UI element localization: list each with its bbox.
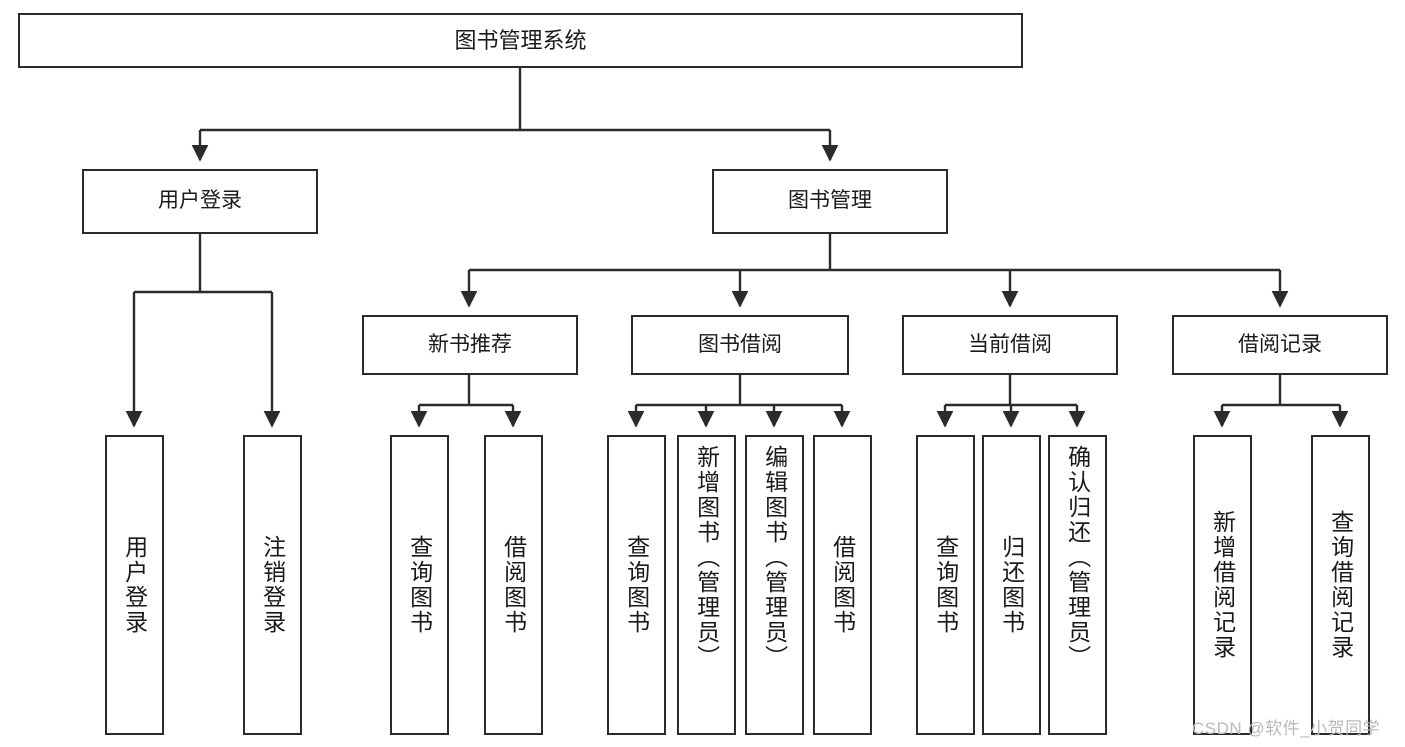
- node-label: 编辑图书（管理员）: [761, 445, 788, 670]
- node-current-borrow[interactable]: 当前借阅: [902, 315, 1118, 375]
- node-label: 新书推荐: [428, 332, 512, 356]
- leaf-borrow-book-new[interactable]: 借阅图书: [484, 435, 543, 735]
- leaf-query-book-new[interactable]: 查询图书: [390, 435, 449, 735]
- leaf-logout-login[interactable]: 注销登录: [243, 435, 302, 735]
- node-label: 注销登录: [259, 535, 286, 635]
- node-label: 图书管理: [788, 189, 872, 213]
- node-book-management[interactable]: 图书管理: [712, 169, 948, 234]
- node-label: 借阅记录: [1238, 332, 1322, 356]
- leaf-borrow-book[interactable]: 借阅图书: [813, 435, 872, 735]
- node-user-login[interactable]: 用户登录: [82, 169, 318, 234]
- node-label: 确认归还（管理员）: [1064, 445, 1091, 670]
- node-label: 查询借阅记录: [1327, 510, 1354, 660]
- node-label: 用户登录: [158, 189, 242, 213]
- node-label: 新增借阅记录: [1209, 510, 1236, 660]
- node-label: 查询图书: [406, 535, 433, 635]
- leaf-return-book[interactable]: 归还图书: [982, 435, 1041, 735]
- node-label: 图书借阅: [698, 332, 782, 356]
- leaf-user-login[interactable]: 用户登录: [105, 435, 164, 735]
- node-label: 新增图书（管理员）: [693, 445, 720, 670]
- node-new-book-recommend[interactable]: 新书推荐: [362, 315, 578, 375]
- node-label: 当前借阅: [968, 332, 1052, 356]
- node-label: 查询图书: [623, 535, 650, 635]
- leaf-query-book-current[interactable]: 查询图书: [916, 435, 975, 735]
- node-label: 查询图书: [932, 535, 959, 635]
- node-label: 借阅图书: [829, 535, 856, 635]
- leaf-edit-book-admin[interactable]: 编辑图书（管理员）: [745, 435, 804, 735]
- leaf-add-book-admin[interactable]: 新增图书（管理员）: [677, 435, 736, 735]
- node-label: 图书管理系统: [454, 27, 587, 53]
- csdn-watermark: CSDN @软件_小贺同学: [1192, 719, 1381, 738]
- node-book-borrow[interactable]: 图书借阅: [631, 315, 849, 375]
- node-label: 用户登录: [121, 535, 148, 635]
- leaf-query-book-borrow[interactable]: 查询图书: [607, 435, 666, 735]
- leaf-query-borrow-record[interactable]: 查询借阅记录: [1311, 435, 1370, 735]
- leaf-add-borrow-record[interactable]: 新增借阅记录: [1193, 435, 1252, 735]
- node-label: 归还图书: [998, 535, 1025, 635]
- node-root-system[interactable]: 图书管理系统: [18, 13, 1023, 68]
- node-label: 借阅图书: [500, 535, 527, 635]
- leaf-confirm-return-admin[interactable]: 确认归还（管理员）: [1048, 435, 1107, 735]
- node-borrow-records[interactable]: 借阅记录: [1172, 315, 1388, 375]
